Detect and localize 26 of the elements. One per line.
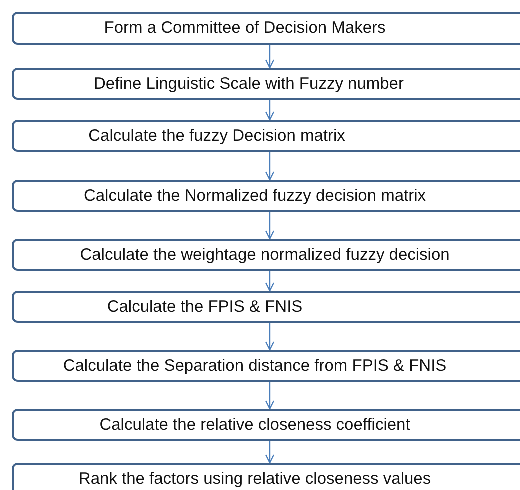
step-text: Calculate the FPIS & FNIS (106, 298, 304, 316)
process-box (12, 120, 520, 152)
step-text: Define Linguistic Scale with Fuzzy number (93, 74, 405, 94)
arrow (265, 271, 275, 292)
process-box (12, 12, 520, 45)
arrow (265, 323, 275, 351)
step-text: Form a Committee of Decision Makers (103, 19, 387, 38)
process-box (12, 409, 520, 441)
step-text: Calculate the Separation distance from FPIS & FNIS (62, 356, 448, 376)
process-box (12, 180, 520, 212)
step-text: Calculate the weightage normalized fuzzy decision (79, 246, 451, 264)
process-box (12, 463, 520, 490)
arrow (265, 382, 275, 410)
process-box (12, 239, 520, 271)
arrow (265, 212, 275, 240)
step-text: Calculate the fuzzy Decision matrix (88, 126, 346, 146)
process-box (12, 291, 520, 323)
arrow (265, 45, 275, 69)
step-text: Calculate the Normalized fuzzy decision matrix (82, 186, 428, 206)
step-text: Calculate the relative closeness coefficient (98, 416, 412, 434)
arrow (265, 152, 275, 181)
process-box (12, 350, 520, 382)
arrow (265, 100, 275, 121)
process-box (12, 68, 520, 100)
step-text: Rank the factors using relative closeness values (78, 470, 432, 488)
arrow (265, 441, 275, 464)
